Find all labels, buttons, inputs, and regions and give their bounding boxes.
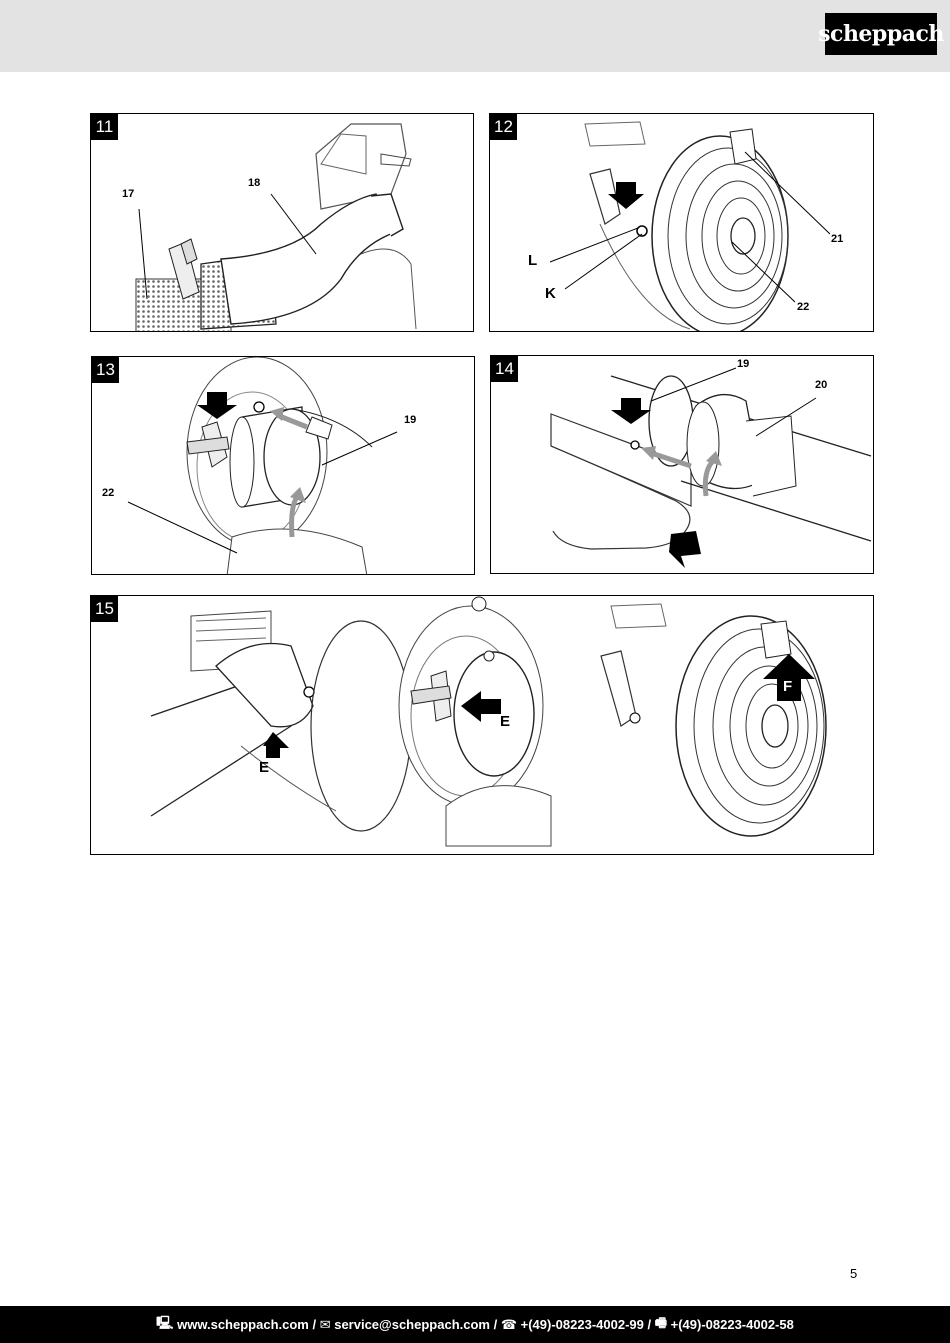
- figure-14: 14 19 20: [490, 355, 874, 574]
- logo-text: scheppach: [818, 21, 944, 47]
- figure-13-illustration: [127, 357, 398, 574]
- figure-15: 15 E E F: [90, 595, 874, 855]
- label-18: 18: [248, 177, 261, 189]
- figure-12-illustration: [549, 121, 831, 331]
- footer-website[interactable]: www.scheppach.com: [177, 1317, 309, 1332]
- label-L: L: [528, 252, 538, 269]
- figure-number-11: 11: [91, 114, 118, 140]
- figure-12: 12 21 L K 22: [489, 113, 874, 332]
- footer-phone: +(49)-08223-4002-99: [520, 1317, 644, 1332]
- figure-number-12: 12: [490, 114, 517, 140]
- label-21: 21: [831, 233, 844, 245]
- figure-number-13: 13: [92, 357, 119, 383]
- label-17: 17: [122, 188, 135, 200]
- label-F: F: [783, 678, 793, 695]
- label-E-middle: E: [500, 713, 511, 730]
- label-19: 19: [404, 414, 417, 426]
- mail-icon: ✉: [319, 1316, 335, 1332]
- label-22: 22: [797, 301, 810, 313]
- footer-separator: /: [308, 1317, 320, 1332]
- footer-email[interactable]: service@scheppach.com: [334, 1317, 490, 1332]
- footer: 🖳 www.scheppach.com / ✉ service@scheppac…: [0, 1306, 950, 1343]
- figure-11-illustration: [135, 123, 417, 331]
- footer-fax: +(49)-08223-4002-58: [670, 1317, 794, 1332]
- fax-icon: 🖷: [654, 1314, 671, 1330]
- page-number: 5: [850, 1266, 858, 1281]
- figure-11: 11 17 18: [90, 113, 474, 332]
- computer-icon: 🖳: [156, 1314, 178, 1330]
- figure-15-illustration: [150, 596, 827, 847]
- figure-number-14: 14: [491, 356, 518, 382]
- label-19: 19: [737, 358, 750, 370]
- footer-separator: /: [489, 1317, 501, 1332]
- label-20: 20: [815, 379, 828, 391]
- figure-13: 13 19 22: [91, 356, 475, 575]
- scheppach-logo: scheppach: [818, 13, 944, 55]
- footer-separator: /: [643, 1317, 655, 1332]
- phone-icon: ☎: [500, 1316, 521, 1332]
- figure-number-15: 15: [91, 596, 118, 622]
- label-K: K: [545, 285, 556, 302]
- label-E-left: E: [259, 759, 270, 776]
- header-band: [0, 0, 950, 72]
- figure-14-illustration: [550, 367, 872, 568]
- label-22: 22: [102, 487, 115, 499]
